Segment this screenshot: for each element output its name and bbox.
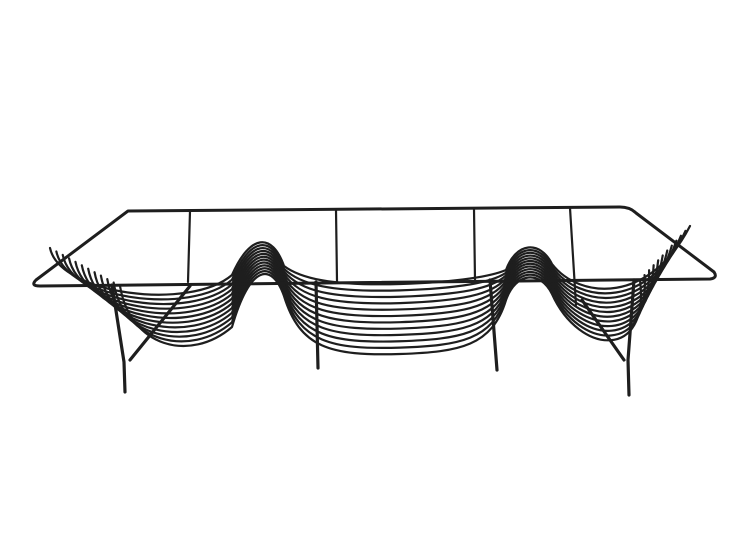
- rack-wire: [87, 254, 664, 324]
- rack-legs: [110, 278, 636, 397]
- leg-front-right-brace: [580, 298, 626, 362]
- leg-front-mid-left: [314, 280, 320, 370]
- rack-wire: [118, 272, 643, 356]
- back-divider-1: [186, 209, 192, 284]
- rack-wire: [55, 229, 687, 301]
- leg-front-left-brace: [128, 284, 192, 362]
- leg-front-right: [626, 278, 636, 397]
- frame-back-rail: [32, 205, 717, 288]
- rack-wire: [99, 264, 655, 337]
- leg-front-mid-right: [488, 278, 499, 372]
- back-divider-2: [334, 208, 339, 283]
- back-divider-3: [472, 207, 477, 282]
- back-divider-4: [568, 206, 578, 307]
- rack-wire: [61, 234, 683, 305]
- rack-wire: [93, 259, 660, 330]
- leg-front-left: [110, 283, 127, 394]
- rack-wire: [74, 244, 673, 315]
- rack-wire: [67, 239, 678, 310]
- rack-wire: [106, 267, 651, 343]
- rack-frame: [32, 205, 717, 307]
- rack-wire: [80, 249, 669, 319]
- rack-wire: [48, 224, 692, 296]
- rack-wire: [112, 270, 646, 350]
- curved-wires: [48, 224, 692, 356]
